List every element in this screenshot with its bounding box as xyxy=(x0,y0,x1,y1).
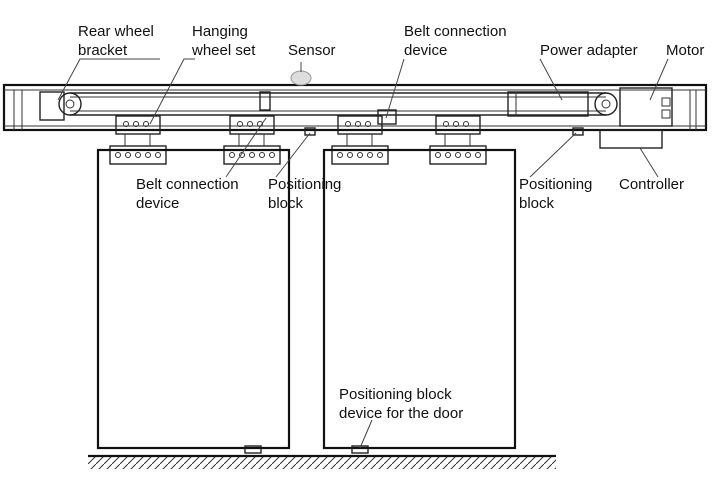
label-positioning-block-right: Positioning block xyxy=(519,176,597,212)
label-belt-connection-top: Belt connection device xyxy=(404,23,511,59)
motor-pulley xyxy=(594,92,618,116)
power-adapter xyxy=(507,91,589,117)
sensor-device xyxy=(290,70,312,86)
label-positioning-block-left: Positioning block xyxy=(268,176,346,212)
hanging-wheel-set-1 xyxy=(109,115,167,165)
label-motor: Motor xyxy=(666,42,704,59)
label-hanging-wheel-set: Hanging wheel set xyxy=(191,23,256,59)
belt-connector-top-left xyxy=(259,91,271,111)
label-belt-connection-bottom: Belt connection device xyxy=(136,176,243,212)
header-track xyxy=(2,83,708,132)
motor xyxy=(619,87,673,127)
positioning-block-right-device xyxy=(572,127,584,136)
hanging-wheel-set-2 xyxy=(223,115,281,165)
leader-lines xyxy=(57,58,669,449)
hanging-wheel-set-4 xyxy=(429,115,487,165)
label-sensor: Sensor xyxy=(288,42,336,59)
label-power-adapter: Power adapter xyxy=(540,42,638,59)
label-rear-wheel-bracket: Rear wheel bracket xyxy=(78,23,158,59)
positioning-block-left-device xyxy=(304,127,316,136)
label-door-positioning-block: Positioning block device for the door xyxy=(339,386,463,422)
floor-positioning-block-right xyxy=(351,445,369,454)
hanging-wheel-set-3 xyxy=(331,115,389,165)
controller xyxy=(599,129,663,149)
door-leaf-right xyxy=(322,148,517,450)
floor xyxy=(88,454,556,469)
door-leaf-left xyxy=(96,148,291,450)
drive-belt xyxy=(70,92,606,116)
floor-positioning-block-left xyxy=(244,445,262,454)
label-controller: Controller xyxy=(619,176,684,193)
belt-connector-top-right xyxy=(377,109,397,125)
